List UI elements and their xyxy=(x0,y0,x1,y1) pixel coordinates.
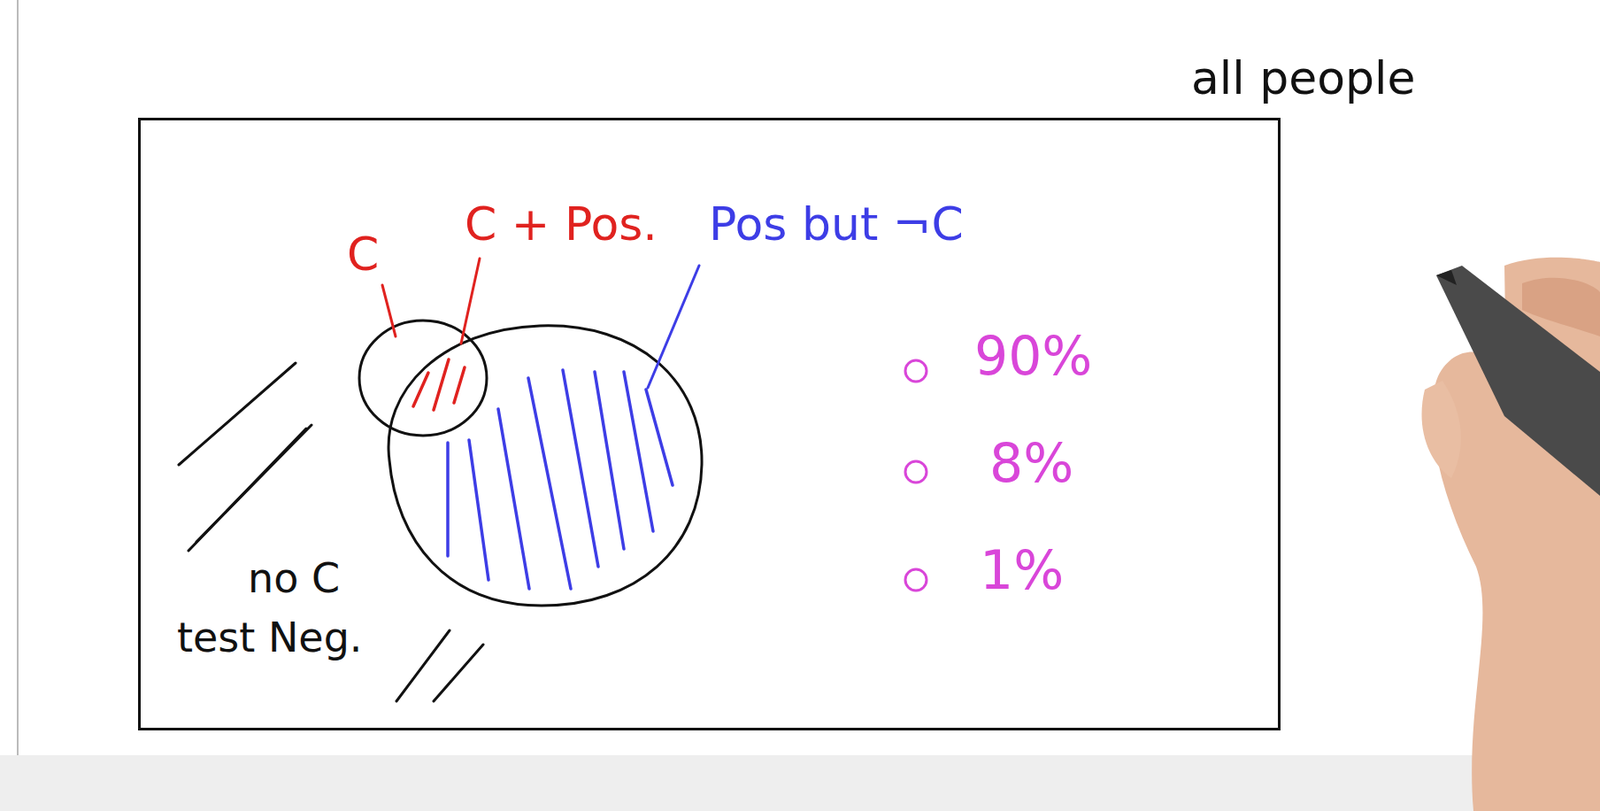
left-edge xyxy=(16,0,19,755)
region-label-holder: C + Pos. xyxy=(464,199,658,250)
region-label-holder: no C test Neg. xyxy=(176,548,418,667)
hand-with-pen xyxy=(1422,257,1600,811)
region-label: C + Pos. xyxy=(464,199,658,250)
answer-option: 1% xyxy=(979,540,1064,600)
blue-hatch xyxy=(447,369,673,589)
region-label-holder: Pos but ¬C xyxy=(708,199,964,250)
box-heading: all people xyxy=(1191,53,1416,104)
answer-option: 8% xyxy=(989,433,1074,493)
leader-line xyxy=(461,258,480,344)
region-label-holder: C xyxy=(346,229,379,280)
answer-option: 90% xyxy=(974,326,1093,385)
leader-line xyxy=(382,284,396,337)
answer-option-holder: 8% xyxy=(989,433,1074,493)
bottom-band xyxy=(0,754,1600,811)
answer-option-holder: 90% xyxy=(974,326,1093,385)
red-hatch xyxy=(413,359,465,410)
region-label: Pos but ¬C xyxy=(708,199,964,250)
leader-line xyxy=(647,265,700,388)
answer-option-holder: 1% xyxy=(979,540,1064,600)
region-label: no C test Neg. xyxy=(176,548,418,667)
cancer-circle xyxy=(359,320,487,436)
box-heading-holder: all people xyxy=(1191,53,1416,104)
region-label: C xyxy=(346,229,379,280)
radio-circles xyxy=(905,360,927,591)
